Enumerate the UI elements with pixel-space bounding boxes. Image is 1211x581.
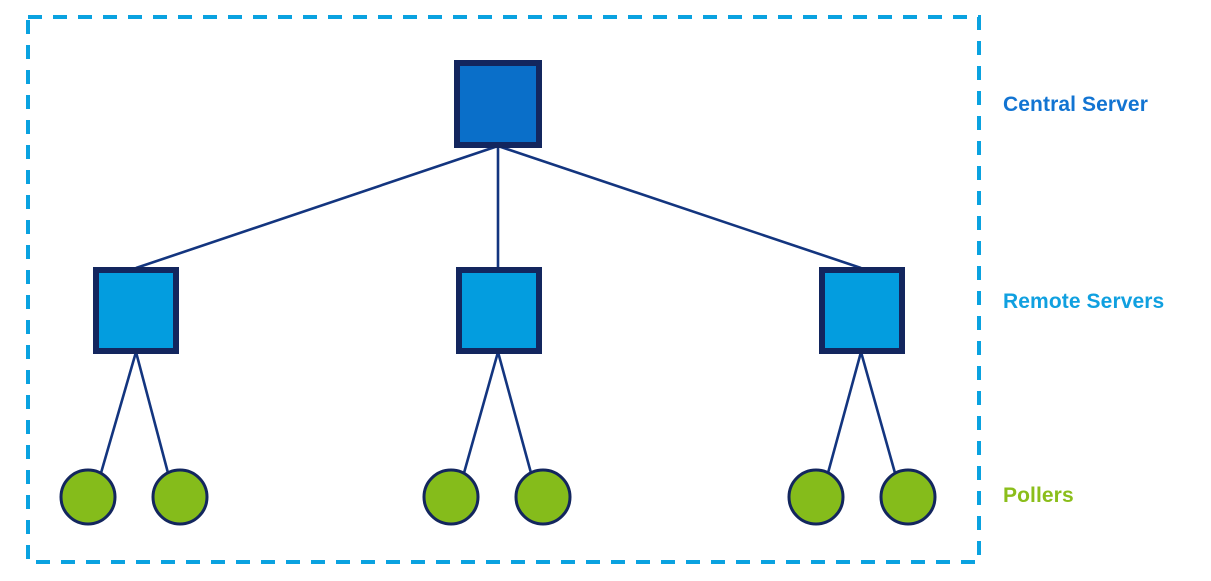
- remote-server-group: [93, 267, 905, 354]
- remote-server-node-2[interactable]: [456, 267, 542, 354]
- link-remote-1-to-poller-1: [99, 351, 138, 474]
- poller-node-2[interactable]: [151, 468, 209, 526]
- link-remote-2-to-poller-4: [496, 351, 533, 474]
- tier-label-remote-servers: Remote Servers: [1003, 290, 1165, 313]
- link-remote-2-to-poller-3: [462, 351, 500, 474]
- poller-node-4[interactable]: [514, 468, 572, 526]
- poller-node-3[interactable]: [422, 468, 480, 526]
- poller-node-6[interactable]: [879, 468, 937, 526]
- poller-node-5[interactable]: [787, 468, 845, 526]
- tier-label-pollers: Pollers: [1003, 484, 1074, 507]
- poller-group: [59, 468, 937, 526]
- remote-server-node-3[interactable]: [819, 267, 905, 354]
- link-central-to-remote-1: [135, 144, 499, 270]
- tier-label-central-server: Central Server: [1003, 93, 1148, 116]
- link-remote-3-to-poller-6: [859, 351, 897, 474]
- link-remote-1-to-poller-2: [134, 351, 170, 474]
- link-central-to-remote-3: [497, 144, 862, 270]
- remote-server-node-1[interactable]: [93, 267, 179, 354]
- poller-node-1[interactable]: [59, 468, 117, 526]
- deployment-boundary: [26, 15, 981, 564]
- central-server-node[interactable]: [454, 60, 542, 148]
- link-remote-3-to-poller-5: [826, 351, 863, 474]
- connector-group-central: [135, 144, 862, 270]
- connector-group-pollers: [99, 351, 897, 474]
